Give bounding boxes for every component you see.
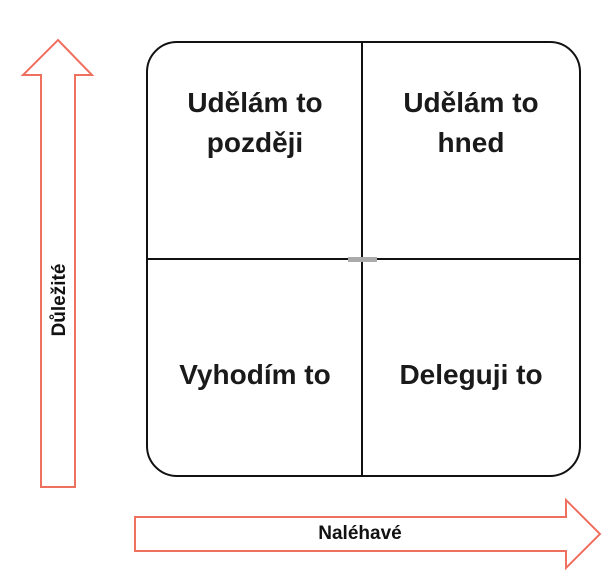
quadrant-bottom-left: Vyhodím to bbox=[179, 359, 331, 390]
axis-label-important: Důležité bbox=[49, 263, 70, 337]
importance-arrow bbox=[20, 38, 95, 488]
urgency-arrow bbox=[134, 497, 602, 571]
quadrant-top-right: Udělám to hned bbox=[403, 87, 539, 158]
axis-label-urgent: Naléhavé bbox=[318, 523, 402, 544]
center-marker bbox=[348, 257, 377, 262]
quadrant-bottom-right: Deleguji to bbox=[399, 359, 543, 390]
quadrant-top-left: Udělám to později bbox=[187, 87, 323, 158]
